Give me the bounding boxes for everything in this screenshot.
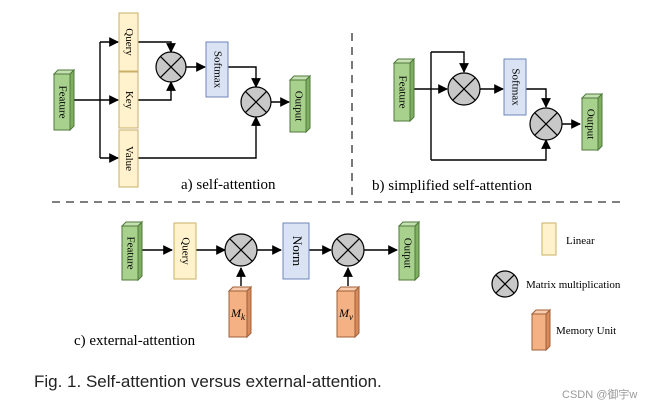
legend-matmul: Matrix multiplication — [491, 270, 621, 298]
b-top-to-mul — [431, 51, 469, 73]
figure-caption: Fig. 1. Self-attention versus external-a… — [34, 372, 382, 391]
legend: Linear Matrix multiplication Memory Unit — [491, 222, 621, 352]
panel-b: Feature Softmax Output b) simplified sel… — [372, 51, 604, 194]
legend-linear: Linear — [541, 222, 595, 256]
c-output-block: Output — [397, 220, 421, 282]
b-output-label: Output — [584, 109, 596, 140]
b-caption: b) simplified self-attention — [372, 178, 532, 194]
a-softmax-to-mul — [228, 66, 261, 88]
legend-linear-swatch — [541, 222, 557, 256]
b-output-block: Output — [580, 92, 604, 152]
a-value-block: Value — [118, 129, 139, 188]
c-feature-label: Feature — [124, 237, 136, 270]
a-key-to-mul — [138, 81, 176, 101]
a-key-block: Key — [118, 71, 139, 129]
a-caption: a) self-attention — [181, 177, 276, 193]
panel-c-connectors — [142, 245, 398, 286]
legend-memory: Memory Unit — [530, 308, 616, 352]
c-feature-block: Feature — [120, 220, 144, 282]
a-value-label: Value — [123, 146, 135, 171]
a-value-to-mul — [138, 116, 261, 159]
a-output-block: Output — [288, 74, 312, 134]
b-matmul-1 — [447, 72, 481, 106]
a-matmul-2 — [240, 86, 272, 118]
b-softmax-label: Softmax — [509, 68, 521, 106]
c-norm-label: Norm — [290, 236, 305, 266]
c-memory-mv: Mv — [335, 285, 361, 339]
a-query-label: Query — [123, 28, 135, 56]
legend-memory-swatch — [531, 313, 547, 351]
c-matmul-1 — [224, 233, 258, 267]
a-query-block: Query — [118, 12, 139, 72]
legend-matmul-label: Matrix multiplication — [526, 279, 621, 291]
panel-a: Feature Query Key Value Softmax — [52, 12, 312, 193]
c-memory-mk: Mk — [227, 285, 253, 339]
a-matmul-1 — [155, 51, 187, 83]
a-output-label: Output — [292, 91, 304, 122]
watermark: CSDN @御宇w — [562, 387, 637, 401]
a-softmax-label: Softmax — [211, 51, 223, 89]
b-feature-label: Feature — [396, 76, 408, 109]
a-feature-label: Feature — [56, 86, 68, 119]
b-softmax-to-mul — [526, 88, 551, 108]
c-matmul-2 — [331, 233, 365, 267]
c-query-label: Query — [179, 237, 191, 265]
panel-c: Feature Query Norm Output — [74, 220, 421, 349]
a-key-label: Key — [123, 91, 135, 110]
c-query-block: Query — [173, 222, 197, 280]
b-matmul-2 — [529, 107, 563, 141]
panel-a-connectors — [70, 37, 290, 163]
c-caption: c) external-attention — [74, 333, 196, 349]
b-softmax-block: Softmax — [503, 58, 527, 116]
c-mv-label: Mv — [338, 306, 353, 322]
c-output-label: Output — [401, 238, 413, 269]
legend-memory-label: Memory Unit — [556, 325, 616, 337]
a-softmax-block: Softmax — [205, 41, 229, 98]
a-feature-block: Feature — [52, 68, 76, 132]
c-mk-label: Mk — [230, 306, 246, 322]
b-feature-block: Feature — [392, 57, 416, 123]
legend-linear-label: Linear — [566, 235, 595, 247]
panel-b-connectors — [414, 51, 581, 161]
c-norm-block: Norm — [282, 222, 310, 280]
a-query-to-mul — [138, 41, 176, 53]
b-bottom-to-mul — [431, 139, 551, 161]
